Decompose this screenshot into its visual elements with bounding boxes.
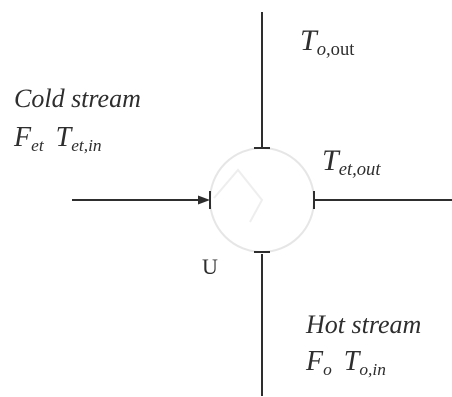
exchanger-internal-flow-line [213,168,264,223]
u-label: U [202,254,218,279]
cold-inlet-arrowhead [198,195,210,205]
hot-outlet-temperature-label: To,out [300,24,355,61]
cold-stream-title: Cold stream [14,84,141,113]
hot-stream-title: Hot stream [306,310,422,339]
cold-outlet-temperature-label: Tet,out [322,144,381,181]
